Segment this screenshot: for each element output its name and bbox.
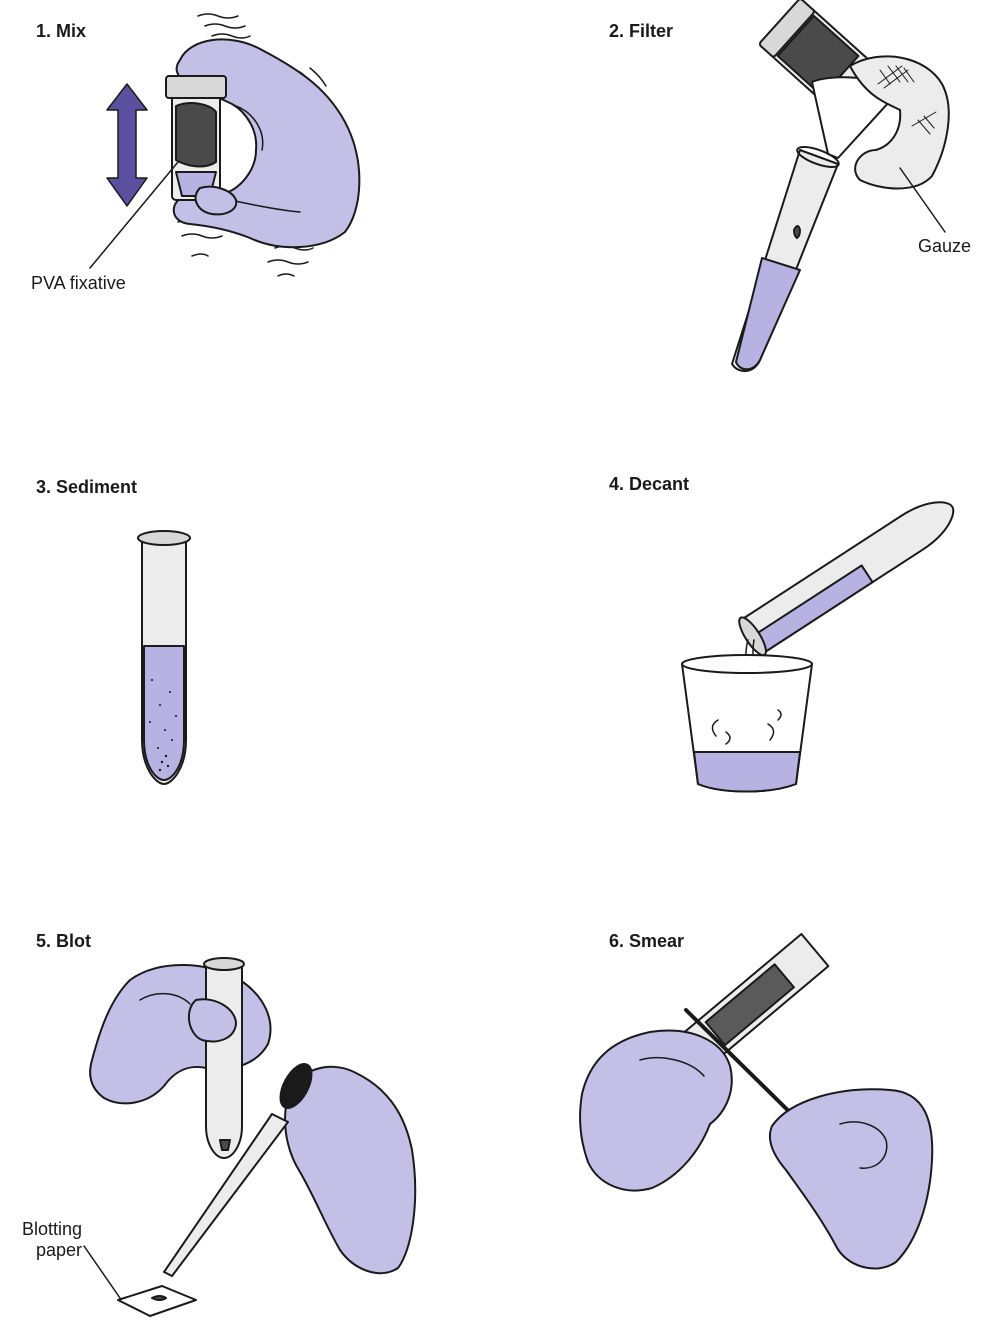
- filter-illustration: [732, 0, 949, 371]
- glove-hand-right-smear: [770, 1089, 932, 1268]
- mix-illustration: [90, 14, 359, 276]
- blot-tube: [206, 966, 242, 1158]
- blotting-paper: [118, 1286, 196, 1316]
- decant-illustration: [682, 488, 964, 791]
- sediment-illustration: [138, 531, 190, 784]
- glove-hand-right-blot: [285, 1067, 415, 1273]
- glove-hand-left-smear: [580, 1031, 732, 1191]
- sediment-liquid: [144, 646, 184, 780]
- smear-illustration: [580, 934, 932, 1269]
- shake-arrow-icon: [107, 84, 147, 206]
- vial-cap: [166, 76, 226, 98]
- blot-illustration: [84, 958, 415, 1316]
- glove-hand-left-blot: [90, 965, 270, 1103]
